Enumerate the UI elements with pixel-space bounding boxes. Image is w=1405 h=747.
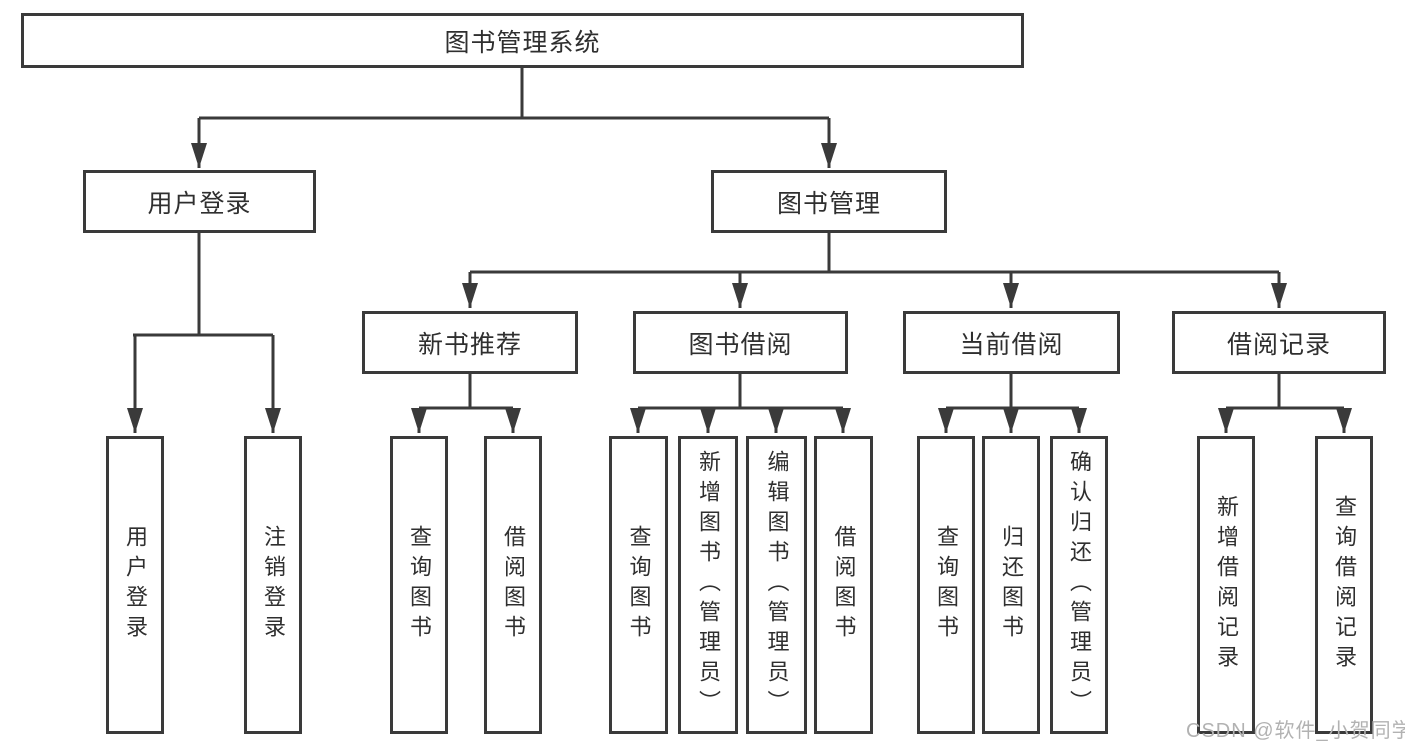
node-book-management-label: 图书管理: [776, 189, 881, 218]
node-current-borrow-label: 当前借阅: [959, 330, 1064, 359]
node-user-login-label: 用户登录: [147, 189, 252, 218]
csdn-watermark: CSDN @软件_小贺同学: [1186, 720, 1405, 742]
leaf-user-login-label: 用户登录: [123, 525, 148, 645]
leaf-user-login: 用户登录: [106, 436, 164, 734]
node-book-borrow: 图书借阅: [633, 311, 848, 374]
leaf-logout-label: 注销登录: [261, 525, 286, 645]
leaf-nb-query-book-label: 查询图书: [407, 525, 432, 645]
node-book-management: 图书管理: [711, 170, 947, 233]
leaf-nb-query-book: 查询图书: [390, 436, 448, 734]
leaf-br-add-record: 新增借阅记录: [1197, 436, 1255, 734]
leaf-cb-confirm-return-admin-label: 确认归还（管理员）: [1067, 450, 1092, 720]
leaf-bb-borrow-book-label: 借阅图书: [831, 525, 857, 645]
node-user-login: 用户登录: [83, 170, 316, 233]
node-library-system: 图书管理系统: [21, 13, 1024, 68]
node-library-system-label: 图书管理系统: [444, 28, 601, 57]
leaf-bb-query-book: 查询图书: [609, 436, 668, 734]
leaf-nb-borrow-book-label: 借阅图书: [501, 525, 526, 645]
node-book-borrow-label: 图书借阅: [688, 330, 793, 359]
leaf-cb-return-book-label: 归还图书: [999, 525, 1024, 645]
leaf-br-add-record-label: 新增借阅记录: [1214, 495, 1239, 675]
leaf-cb-return-book: 归还图书: [982, 436, 1040, 734]
leaf-cb-query-book: 查询图书: [917, 436, 975, 734]
node-borrow-records-label: 借阅记录: [1226, 330, 1331, 359]
node-borrow-records: 借阅记录: [1172, 311, 1386, 374]
leaf-bb-add-book-admin: 新增图书（管理员）: [678, 436, 738, 734]
leaf-cb-query-book-label: 查询图书: [934, 525, 959, 645]
leaf-nb-borrow-book: 借阅图书: [484, 436, 542, 734]
leaf-bb-borrow-book: 借阅图书: [814, 436, 873, 734]
leaf-bb-edit-book-admin-label: 编辑图书（管理员）: [764, 450, 790, 720]
leaf-logout: 注销登录: [244, 436, 302, 734]
leaf-bb-add-book-admin-label: 新增图书（管理员）: [696, 450, 721, 720]
leaf-bb-edit-book-admin: 编辑图书（管理员）: [746, 436, 807, 734]
leaf-br-query-record: 查询借阅记录: [1315, 436, 1373, 734]
bus-lines: [133, 68, 1344, 410]
node-current-borrow: 当前借阅: [903, 311, 1120, 374]
leaf-cb-confirm-return-admin: 确认归还（管理员）: [1050, 436, 1108, 734]
leaf-bb-query-book-label: 查询图书: [626, 525, 652, 645]
leaf-br-query-record-label: 查询借阅记录: [1332, 495, 1357, 675]
node-new-book-recommend-label: 新书推荐: [417, 330, 522, 359]
node-new-book-recommend: 新书推荐: [362, 311, 578, 374]
